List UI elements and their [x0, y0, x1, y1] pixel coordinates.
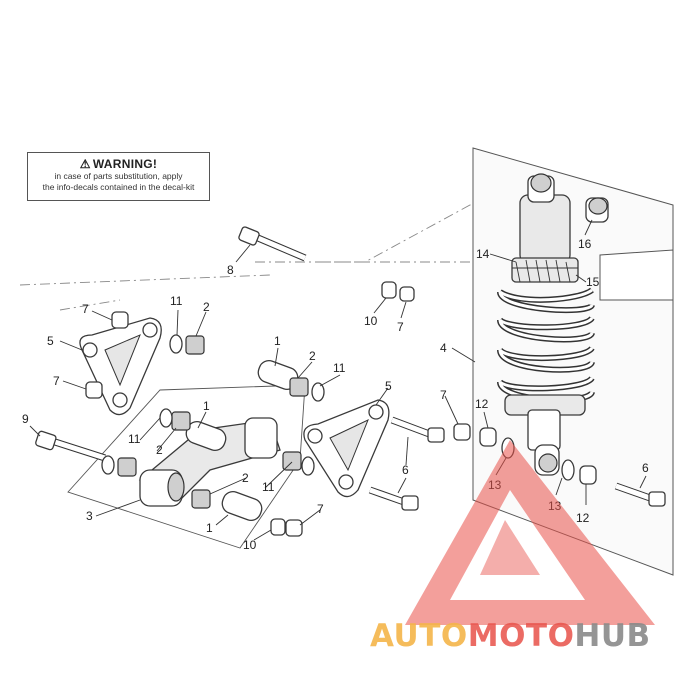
callout-10: 10	[243, 538, 257, 552]
watermark-brand: AUTOMOTOHUB	[370, 616, 651, 656]
callout-16: 16	[578, 237, 592, 251]
linkage-lever	[138, 417, 281, 507]
callout-7: 7	[82, 302, 89, 316]
callout-2: 2	[203, 300, 210, 314]
needle-bearing-2	[117, 335, 309, 509]
callout-12: 12	[576, 511, 590, 525]
bolt-6	[368, 416, 666, 511]
callout-1: 1	[274, 334, 281, 348]
warning-line-2: the info-decals contained in the decal-k…	[42, 182, 195, 192]
callout-2: 2	[156, 443, 163, 457]
callout-2: 2	[242, 471, 249, 485]
callout-12: 12	[475, 397, 489, 411]
callout-9: 9	[22, 412, 29, 426]
bolt-8	[238, 226, 307, 262]
callout-14: 14	[476, 247, 490, 261]
callout-5: 5	[47, 334, 54, 348]
callout-7: 7	[440, 388, 447, 402]
brand-auto: AUTO	[370, 618, 468, 654]
warning-title: WARNING!	[92, 157, 158, 171]
shock-backing-tab	[599, 249, 674, 301]
spacer-10	[270, 281, 397, 536]
brand-moto: MOTO	[467, 618, 575, 654]
linkage-plate	[79, 317, 390, 498]
callout-15: 15	[586, 275, 600, 289]
callout-1: 1	[203, 399, 210, 413]
nut-7	[85, 286, 471, 537]
shock-backing-panel	[472, 147, 674, 576]
bushing-1	[185, 359, 299, 522]
bolt-9	[35, 430, 107, 462]
warning-line-1: in case of parts substitution, apply	[54, 171, 183, 181]
callout-4: 4	[440, 341, 447, 355]
brand-hub: HUB	[574, 618, 651, 654]
callout-6: 6	[402, 463, 409, 477]
watermark-logo	[405, 440, 655, 625]
bushing-16	[585, 197, 609, 223]
callout-2: 2	[309, 349, 316, 363]
callout-11: 11	[170, 294, 183, 308]
linkage-group-outline	[67, 384, 306, 549]
callout-7: 7	[317, 502, 324, 516]
callout-11: 11	[262, 480, 275, 494]
callout-8: 8	[227, 263, 234, 277]
callout-11: 11	[128, 432, 141, 446]
callout-1: 1	[206, 521, 213, 535]
callout-6: 6	[642, 461, 649, 475]
shock-absorber	[497, 173, 595, 476]
callout-5: 5	[385, 379, 392, 393]
callout-11: 11	[333, 361, 346, 375]
callout-7: 7	[397, 320, 404, 334]
callout-10: 10	[364, 314, 378, 328]
warning-triangle-icon: ⚠	[79, 157, 91, 171]
warning-notice: ⚠WARNING! in case of parts substitution,…	[27, 152, 210, 201]
callout-3: 3	[86, 509, 93, 523]
callout-7: 7	[53, 374, 60, 388]
